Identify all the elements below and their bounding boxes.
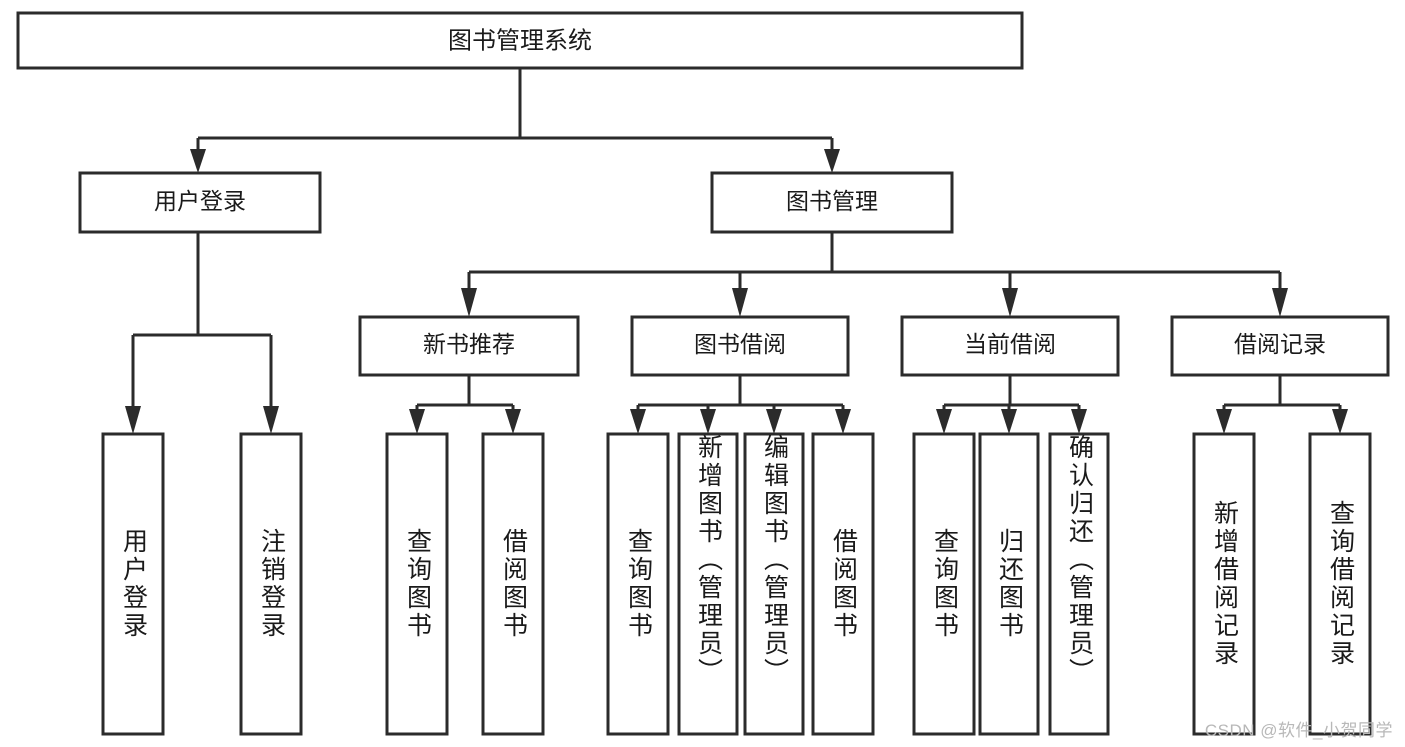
connector-root-to-level1 [190,68,840,173]
node-new-book-recommend-box[interactable] [358,315,580,377]
connector-newbook-to-leaves [409,375,521,434]
node-borrow-record[interactable]: 借阅记录 [1170,315,1390,377]
leaf-box-user-login-1[interactable] [239,432,303,736]
leaf-box-borrow-record-0[interactable] [1192,432,1256,736]
node-book-borrow-box[interactable] [630,315,850,377]
node-book-management-box[interactable] [710,171,954,234]
node-current-borrow-label: 当前借阅 [964,331,1056,357]
connector-bookmgmt-to-level2 [461,232,1288,317]
csdn-watermark: CSDN @软件_小贺同学 [1204,721,1393,740]
connector-bookborrow-to-leaves [630,375,851,434]
leaf-box-current-borrow-1[interactable] [978,432,1040,736]
node-new-book-recommend-label: 新书推荐 [423,331,515,357]
connector-currentborrow-to-leaves [936,375,1087,434]
node-book-borrow-label: 图书借阅 [694,331,786,357]
node-user-login-label: 用户登录 [154,188,246,214]
node-current-borrow-box[interactable] [900,315,1120,377]
leaf-box-book-borrow-1[interactable] [677,432,739,736]
node-current-borrow[interactable]: 当前借阅 [900,315,1120,377]
node-new-book-recommend[interactable]: 新书推荐 [358,315,580,377]
leaf-box-book-borrow-2[interactable] [743,432,805,736]
connector-borrowrecord-to-leaves [1216,375,1348,434]
leaf-box-current-borrow-2[interactable] [1048,432,1110,736]
leaf-box-current-borrow-0[interactable] [912,432,976,736]
node-root[interactable]: 图书管理系统 [16,11,1024,70]
node-root-label: 图书管理系统 [448,27,592,54]
connector-userlogin-to-leaves [125,232,279,434]
node-borrow-record-label: 借阅记录 [1234,331,1326,357]
leaf-box-new-book-0[interactable] [385,432,449,736]
node-user-login[interactable]: 用户登录 [78,171,322,234]
node-borrow-record-box[interactable] [1170,315,1390,377]
leaf-box-book-borrow-3[interactable] [811,432,875,736]
node-book-management-label: 图书管理 [786,188,878,214]
node-book-borrow[interactable]: 图书借阅 [630,315,850,377]
node-book-management[interactable]: 图书管理 [710,171,954,234]
leaf-box-book-borrow-0[interactable] [606,432,670,736]
node-user-login-box[interactable] [78,171,322,234]
leaf-box-new-book-1[interactable] [481,432,545,736]
leaf-box-borrow-record-1[interactable] [1308,432,1372,736]
leaf-box-user-login-0[interactable] [101,432,165,736]
node-root-box[interactable] [16,11,1024,70]
